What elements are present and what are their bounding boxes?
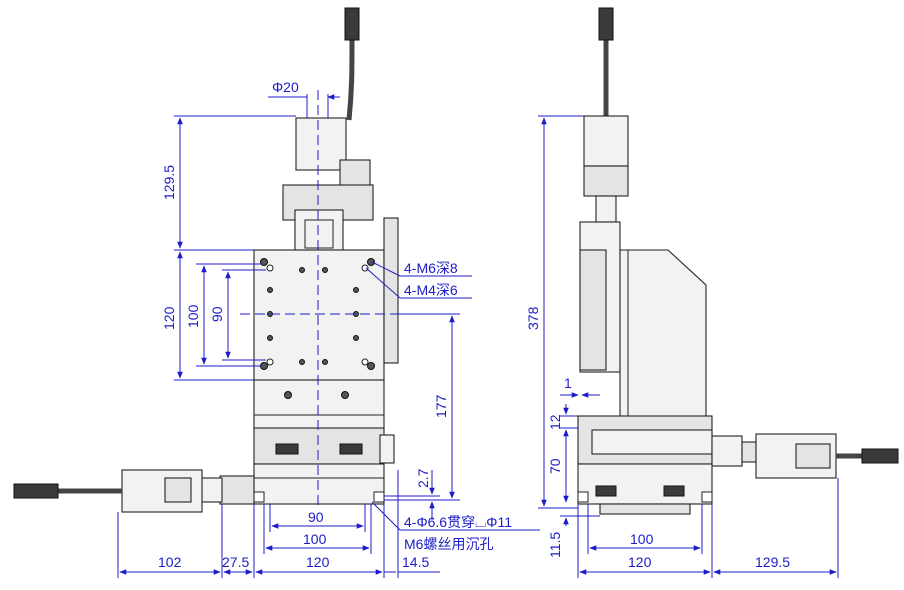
side-view xyxy=(577,7,899,515)
dim-side-100: 100 xyxy=(630,531,654,547)
front-left-coupling xyxy=(199,477,223,503)
front-z-table xyxy=(253,249,385,381)
dim-129-5: 129.5 xyxy=(161,165,177,200)
front-xy-stage xyxy=(253,427,385,465)
front-left-cable-connector xyxy=(13,483,59,499)
hole xyxy=(322,359,328,365)
dim-14-5: 14.5 xyxy=(402,554,429,570)
front-xy-slot xyxy=(275,443,299,455)
dim-378: 378 xyxy=(525,306,541,330)
dim-100-vertical: 100 xyxy=(185,304,201,328)
note-counterbore: M6螺丝用沉孔 xyxy=(404,536,493,552)
dim-2-7: 2.7 xyxy=(415,468,431,488)
hole xyxy=(353,287,359,293)
side-motor xyxy=(583,115,629,167)
dim-side-12: 12 xyxy=(547,414,563,430)
front-coupling-inner xyxy=(304,219,334,249)
front-xy-side xyxy=(379,434,395,464)
side-motor-gearbox xyxy=(583,165,629,197)
hole xyxy=(284,391,292,399)
hole xyxy=(367,258,375,266)
front-z-base xyxy=(253,379,385,431)
note-m6-depth: 4-M6深8 xyxy=(404,260,458,276)
dim-102: 102 xyxy=(158,554,182,570)
leader xyxy=(371,261,401,277)
side-base-slot xyxy=(663,485,685,497)
front-cable xyxy=(346,39,355,121)
side-dimensions: 378 1 12 70 11.5 100 120 129.5 xyxy=(525,115,839,578)
hole xyxy=(361,358,369,366)
hole xyxy=(299,359,305,365)
hole xyxy=(266,358,274,366)
dim-90-vertical: 90 xyxy=(209,306,225,322)
side-cable-connector xyxy=(598,7,614,41)
hole xyxy=(341,391,349,399)
dim-100-horizontal: 100 xyxy=(303,531,327,547)
front-left-motor xyxy=(121,469,203,513)
side-bottom-base xyxy=(577,463,713,505)
hole xyxy=(367,362,375,370)
front-foot xyxy=(253,491,265,503)
front-left-motor-cap xyxy=(164,477,192,503)
side-xy-carriage xyxy=(591,429,713,455)
hole xyxy=(260,258,268,266)
front-dimensions: Φ20 129.5 120 100 90 4-M6深8 4-M4深6 177 xyxy=(117,79,540,578)
note-through-hole: 4-Φ6.6贯穿⌴Φ11 xyxy=(404,514,512,530)
dim-120-vertical: 120 xyxy=(161,306,177,330)
front-cable-connector xyxy=(344,7,360,41)
front-bottom-base xyxy=(253,463,385,505)
dim-side-129-5: 129.5 xyxy=(755,554,790,570)
hole xyxy=(299,267,305,273)
dim-dia20: Φ20 xyxy=(272,79,299,95)
dim-120-horizontal: 120 xyxy=(306,554,330,570)
side-xy-coupling xyxy=(741,441,757,463)
side-foot xyxy=(701,491,713,503)
dim-side-70: 70 xyxy=(547,458,563,474)
side-foot xyxy=(577,491,589,503)
front-z-table-holes xyxy=(260,258,375,370)
side-right-cable-connector xyxy=(861,448,899,464)
side-z-plate xyxy=(579,249,607,371)
dim-27-5: 27.5 xyxy=(222,554,249,570)
side-coupling xyxy=(595,195,617,223)
dim-side-11-5: 11.5 xyxy=(547,532,563,558)
side-base-foot xyxy=(599,503,691,515)
side-xy-bracket xyxy=(711,435,743,467)
front-left-bracket xyxy=(219,475,255,505)
hole xyxy=(267,287,273,293)
dim-177: 177 xyxy=(433,394,449,418)
front-foot xyxy=(373,491,385,503)
leader xyxy=(365,267,401,299)
leader xyxy=(371,501,401,531)
hole xyxy=(361,264,369,272)
front-coupling xyxy=(294,209,344,251)
dim-side-120: 120 xyxy=(628,554,652,570)
dim-90-horizontal: 90 xyxy=(308,509,324,525)
front-xy-slot xyxy=(339,443,363,455)
hole xyxy=(266,264,274,272)
dim-side-1: 1 xyxy=(564,375,572,391)
side-z-housing xyxy=(619,249,707,417)
front-view xyxy=(13,7,400,513)
hole xyxy=(322,267,328,273)
hole xyxy=(267,335,273,341)
front-motor xyxy=(295,117,347,171)
side-right-motor-cap xyxy=(795,443,831,469)
hole xyxy=(353,335,359,341)
side-base-slot xyxy=(595,485,617,497)
note-m4-depth: 4-M4深6 xyxy=(404,282,458,298)
